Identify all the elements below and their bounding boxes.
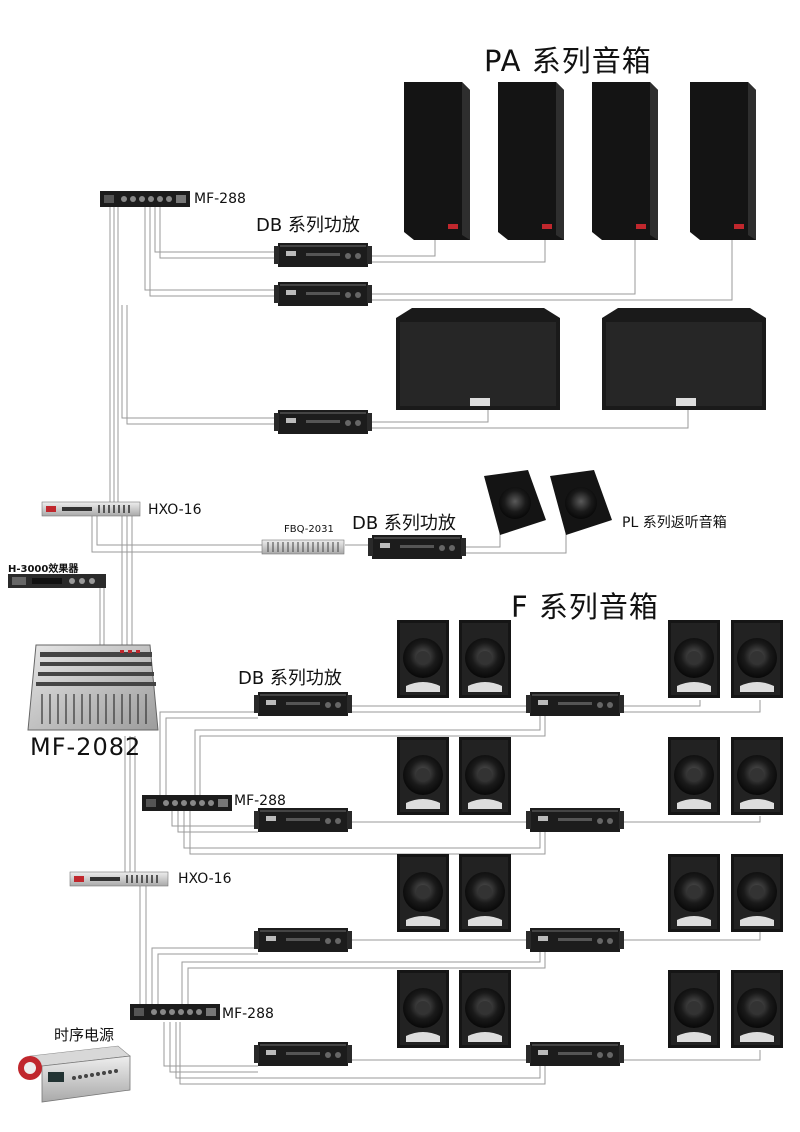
mixer-label: MF-2082 <box>30 733 142 761</box>
mf288-processor-bottom <box>130 1004 220 1020</box>
f-speaker-r1-1 <box>397 620 449 698</box>
f-speaker-r2-3 <box>668 737 720 815</box>
fbq2031-equalizer <box>261 539 345 555</box>
f-speaker-r1-3 <box>668 620 720 698</box>
f-speaker-r2-4 <box>731 737 783 815</box>
mf288-processor-middle <box>142 795 232 811</box>
f-speaker-r3-1 <box>397 854 449 932</box>
db-amplifier-f-2b <box>526 808 624 832</box>
db-amp-label-1: DB 系列功放 <box>256 215 360 236</box>
subwoofer-2 <box>602 308 766 410</box>
pa-speaker-1 <box>404 82 470 240</box>
db-amplifier-f-3a <box>254 928 352 952</box>
mf2082-mixer <box>27 644 159 731</box>
h3000-label: H-3000效果器 <box>8 564 79 575</box>
db-amplifier-f-2a <box>254 808 352 832</box>
stage-monitor-1 <box>484 470 546 535</box>
db-amplifier-f-3b <box>526 928 624 952</box>
db-amplifier-monitor <box>368 535 466 559</box>
power-sequencer <box>18 1045 131 1103</box>
f-speaker-r1-4 <box>731 620 783 698</box>
db-amplifier-f-4a <box>254 1042 352 1066</box>
mf288-label-3: MF-288 <box>222 1006 274 1022</box>
hxo16-crossover-bottom <box>69 871 169 887</box>
f-series-title: F 系列音箱 <box>511 590 659 624</box>
f-speaker-r3-2 <box>459 854 511 932</box>
power-sequencer-label: 时序电源 <box>54 1026 115 1044</box>
mf288-label-1: MF-288 <box>194 191 246 207</box>
fbq2031-label: FBQ-2031 <box>284 524 334 535</box>
db-amplifier-sub <box>274 410 372 434</box>
f-speaker-r2-2 <box>459 737 511 815</box>
pl-monitor-label: PL 系列返听音箱 <box>622 515 727 531</box>
hxo16-crossover-top <box>41 501 141 517</box>
f-speaker-r1-2 <box>459 620 511 698</box>
f-speaker-r2-1 <box>397 737 449 815</box>
h3000-effects-unit <box>8 574 106 588</box>
f-speaker-r4-4 <box>731 970 783 1048</box>
db-amp-label-2: DB 系列功放 <box>352 513 456 534</box>
mf288-processor-top <box>100 191 190 207</box>
hxo16-label-2: HXO-16 <box>178 871 232 887</box>
hxo16-label-1: HXO-16 <box>148 502 202 518</box>
mf288-label-2: MF-288 <box>234 793 286 809</box>
subwoofer-1 <box>396 308 560 410</box>
pa-series-title: PA 系列音箱 <box>484 44 652 78</box>
f-speaker-r4-2 <box>459 970 511 1048</box>
f-speaker-r3-3 <box>668 854 720 932</box>
f-speaker-r3-4 <box>731 854 783 932</box>
pa-speaker-2 <box>498 82 564 240</box>
f-speaker-r4-1 <box>397 970 449 1048</box>
db-amplifier-f-4b <box>526 1042 624 1066</box>
db-amplifier-f-1b <box>526 692 624 716</box>
pa-speaker-4 <box>690 82 756 240</box>
db-amp-label-3: DB 系列功放 <box>238 668 342 689</box>
db-amplifier-pa-1 <box>274 243 372 267</box>
f-speaker-r4-3 <box>668 970 720 1048</box>
db-amplifier-f-1a <box>254 692 352 716</box>
db-amplifier-pa-2 <box>274 282 372 306</box>
pa-speaker-3 <box>592 82 658 240</box>
stage-monitor-2 <box>550 470 612 535</box>
